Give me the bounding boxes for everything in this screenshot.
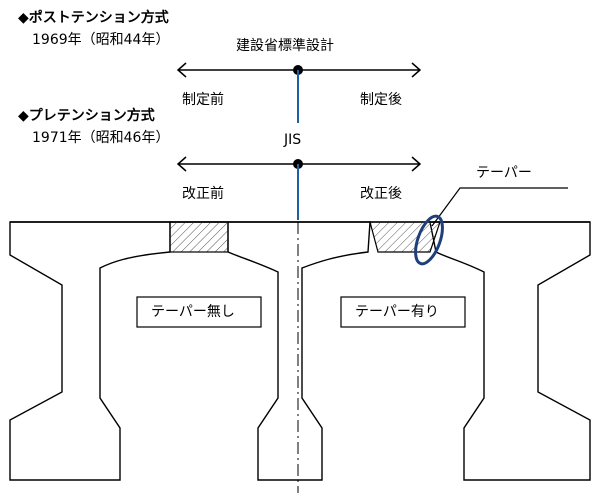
taper-callout-label: テーパー — [476, 165, 532, 181]
right-label-box — [340, 296, 466, 328]
pre-tension-year: 1971年（昭和46年） — [32, 130, 170, 146]
pre-tension-before-label: 改正前 — [182, 186, 224, 202]
pre-tension-standard-label: JIS — [284, 132, 302, 148]
post-tension-before-label: 制定前 — [182, 92, 224, 108]
pre-tension-heading: ◆プレテンション方式 — [18, 108, 155, 124]
girder-center — [170, 221, 371, 481]
joint-left-no-taper — [169, 221, 229, 253]
joint-right-taper — [369, 221, 441, 253]
post-tension-after-label: 制定後 — [360, 92, 402, 108]
left-box-label: テーパー無し — [151, 304, 235, 320]
taper-highlight-ellipse — [414, 214, 444, 266]
post-tension-standard-label: 建設省標準設計 — [236, 38, 334, 54]
callout-leader — [431, 187, 568, 227]
right-box-label: テーパー有り — [355, 304, 439, 320]
girder-left — [9, 221, 171, 481]
pre-tension-after-label: 改正後 — [360, 186, 402, 202]
post-tension-year: 1969年（昭和44年） — [32, 32, 170, 48]
left-label-box — [136, 296, 262, 328]
timeline-pre-tension — [176, 156, 422, 220]
post-tension-heading: ◆ポストテンション方式 — [18, 10, 169, 26]
timeline-post-tension — [176, 62, 422, 123]
girder-right — [429, 221, 591, 481]
